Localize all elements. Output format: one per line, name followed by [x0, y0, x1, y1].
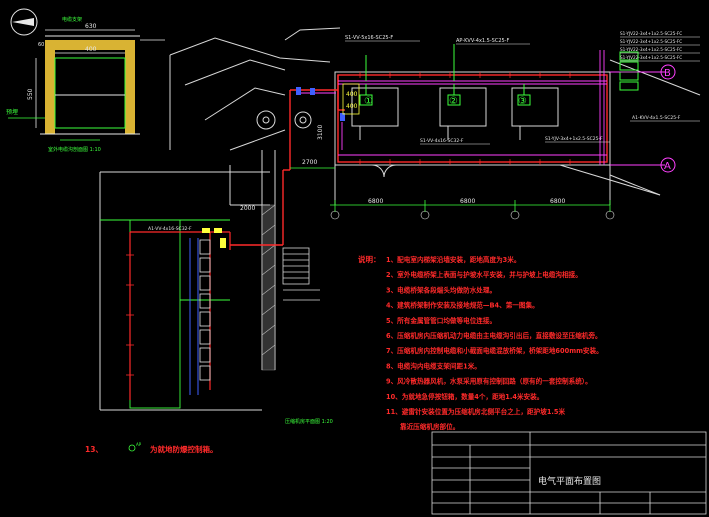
note-13-symbol-label: AP [136, 442, 142, 447]
wall-hatching [261, 204, 276, 371]
dim-400a: 400 [346, 91, 358, 98]
sub-plan-cable-label: A1-VV-4x16-SC32-F [148, 226, 192, 232]
dim-6800-3: 6800 [550, 198, 565, 205]
note-13-number: 13、 [85, 445, 103, 454]
dim-box-400 [342, 83, 360, 115]
dim-2700: 2700 [302, 159, 317, 166]
drawing-title: 电气平面布置图 [538, 475, 601, 487]
red-cable-tray [230, 74, 608, 246]
column-grid [330, 210, 615, 220]
stairs [282, 247, 320, 301]
sub-plan-caption: 压缩机房平面图 1:20 [285, 418, 333, 425]
note-item: 11、避雷针安装位置为压缩机房北侧平台之上，距护坡1.5米 [386, 407, 566, 416]
note-13-symbol-icon [128, 444, 136, 452]
axis-lines [610, 71, 660, 166]
sub-plan-blue [189, 238, 199, 395]
dim-3100: 3100 [317, 125, 324, 140]
cable-label-top-1: S1-VV-5x16-SC25-F [345, 35, 393, 41]
note-item: 靠近压缩机房部位。 [400, 422, 459, 431]
main-plan-room [334, 59, 701, 205]
note-item: 4、建筑桥架制作安装及接地规范—B4、第一图集。 [386, 301, 539, 310]
direction-mark [10, 8, 38, 36]
sub-plan-dim-top: 2000 [240, 205, 255, 212]
blue-markers [296, 87, 345, 121]
equipment-label-3: ③ [518, 96, 527, 107]
cable-label-bottom-1: S1-VV-4x16-SC32-F [420, 138, 464, 144]
sub-plan-yellow-marks [202, 228, 226, 248]
notes-title: 说明： [358, 254, 381, 264]
section-label-top: 电缆支架 [62, 16, 82, 23]
note-item: 2、室外电缆桥架上表面与护坡水平安装，并与护坡上电缆沟相接。 [386, 270, 582, 279]
cable-label-top-2: AP-KVV-4x1.5-SC25-F [456, 38, 509, 44]
axis-bubble-a [660, 157, 676, 173]
note-item: 3、电缆桥架各段端头均做防水处理。 [386, 285, 496, 294]
section-dim-inner: 400 [85, 46, 97, 53]
cable-label-bottom-2: S1-YJV-3x4+1x2.5-SC25-F [545, 136, 603, 142]
note-item: 7、压缩机房内控制电缆和小截面电缆混放桥架，桥架距地600mm安装。 [386, 346, 603, 355]
cable-label-right-4: S1-YJV22-3x4+1x2.5-SC25-FC [620, 55, 682, 60]
dim-6800-2: 6800 [460, 198, 475, 205]
sub-plan-equipment-row [199, 239, 211, 381]
notes-list: 1、配电室内梯架沿墙安装，距地高度为3米。 2、室外电缆桥架上表面与护坡水平安装，… [386, 255, 603, 431]
note-item: 8、电缆沟内电缆支架间距1米。 [386, 361, 481, 370]
cable-label-right-1: S1-YJV22-3x4+1x2.5-SC25-FC [620, 31, 682, 36]
building-walls [99, 27, 341, 411]
note-item: 5、所有金属管管口均做等电位连接。 [386, 316, 496, 325]
note-item: 10、为就地急停按钮箱，数量4个，距地1.4米安装。 [386, 392, 543, 401]
sub-plan-tick-marks [126, 254, 134, 376]
dimension-line-bottom [330, 200, 611, 212]
note-item: 6、压缩机房内压缩机动力电缆由主电缆沟引出后，直接敷设至压缩机旁。 [386, 331, 602, 340]
axis-bubble-b [660, 64, 676, 80]
section-dim-height: 550 [27, 88, 34, 100]
cable-label-right-3: S1-YJV22-3x4+1x2.5-SC25-FC [620, 47, 682, 52]
note-13-text: 为就地防爆控制箱。 [150, 444, 218, 454]
section-label-side: 预埋 [6, 108, 18, 116]
section-dim-side: 60 [38, 42, 44, 48]
note-item: 9、风冷散热器风机，水泵采用原有控制回路（原有的一套控制系统）。 [386, 377, 592, 386]
section-caption: 室外电缆沟剖面图 1:10 [48, 146, 101, 153]
axis-label-a: A [664, 161, 671, 172]
title-block [431, 431, 707, 515]
cable-label-right-5: A1-KVV-4x1.5-SC25-F [632, 115, 681, 121]
note-item: 1、配电室内梯架沿墙安装，距地高度为3米。 [386, 255, 520, 264]
red-tray-ticks [359, 72, 571, 165]
section-dim-top: 630 [85, 23, 97, 30]
leader-lines [345, 36, 700, 145]
cable-trench-section [8, 29, 165, 141]
equipment-label-1: ① [364, 96, 373, 107]
dim-400b: 400 [346, 103, 358, 110]
equipment-label-2: ② [449, 96, 458, 107]
axis-label-b: B [664, 68, 671, 79]
cable-label-right-2: S1-YJV22-3x4+1x2.5-SC25-FC [620, 39, 682, 44]
dim-6800-1: 6800 [368, 198, 383, 205]
